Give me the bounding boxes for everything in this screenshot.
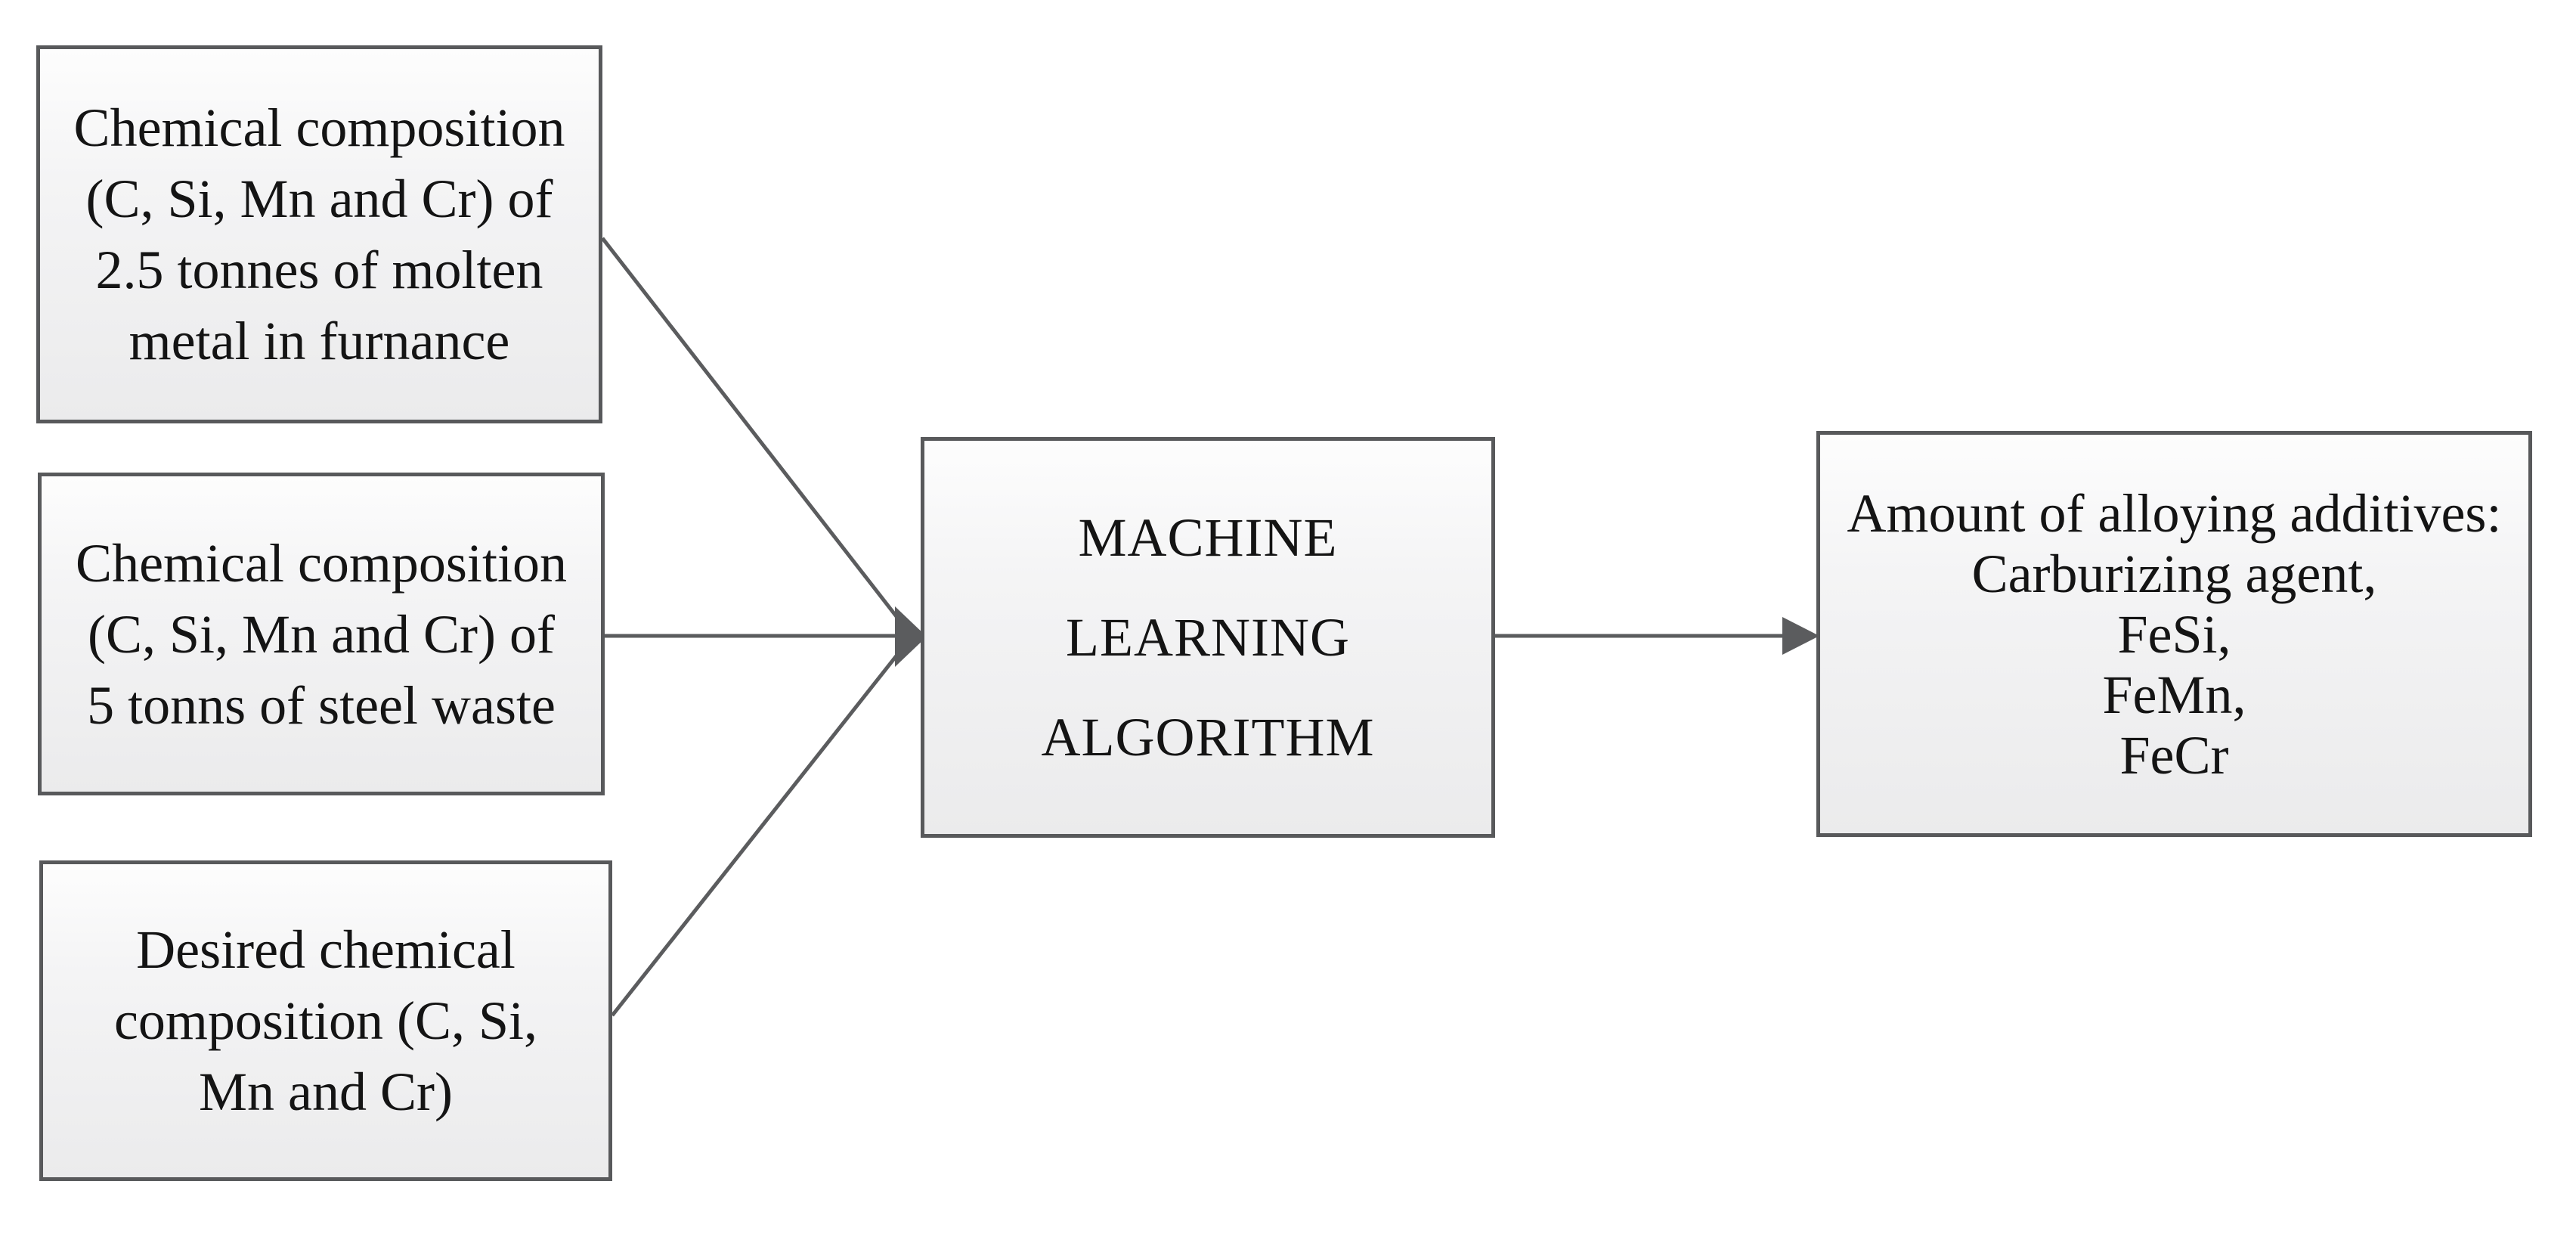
node-input-molten-metal-text: Chemical composition (C, Si, Mn and Cr) … xyxy=(40,92,599,377)
connector-desired-composition-to-ml xyxy=(611,639,910,1017)
node-output-alloying-additives-text: Amount of alloying additives: Carburizin… xyxy=(1820,483,2528,786)
text-line: Chemical composition xyxy=(73,98,565,158)
text-line: Amount of alloying additives: xyxy=(1847,482,2502,544)
node-machine-learning-algorithm-text: MACHINE LEARNING ALGORITHM xyxy=(924,488,1491,787)
text-line: ALGORITHM xyxy=(1041,707,1375,767)
text-line: 2.5 tonnes of molten xyxy=(95,240,543,300)
text-line: FeMn, xyxy=(2102,664,2246,725)
node-input-desired-composition-text: Desired chemical composition (C, Si, Mn … xyxy=(43,914,608,1127)
node-input-molten-metal: Chemical composition (C, Si, Mn and Cr) … xyxy=(36,45,602,423)
node-input-steel-waste: Chemical composition (C, Si, Mn and Cr) … xyxy=(38,473,605,795)
text-line: Mn and Cr) xyxy=(199,1062,453,1122)
text-line: (C, Si, Mn and Cr) of xyxy=(85,169,553,229)
text-line: Chemical composition xyxy=(76,532,567,594)
text-line: FeCr xyxy=(2119,724,2229,786)
node-output-alloying-additives: Amount of alloying additives: Carburizin… xyxy=(1816,431,2532,837)
node-input-steel-waste-text: Chemical composition (C, Si, Mn and Cr) … xyxy=(42,528,601,741)
node-machine-learning-algorithm: MACHINE LEARNING ALGORITHM xyxy=(921,437,1495,838)
text-line: composition (C, Si, xyxy=(113,990,538,1051)
connector-molten-metal-to-ml xyxy=(601,237,910,634)
text-line: Carburizing agent, xyxy=(1971,543,2377,604)
text-line: MACHINE xyxy=(1078,507,1338,568)
text-line: LEARNING xyxy=(1066,607,1350,668)
text-line: Desired chemical xyxy=(136,919,516,980)
text-line: FeSi, xyxy=(2117,603,2231,665)
node-input-desired-composition: Desired chemical composition (C, Si, Mn … xyxy=(39,860,612,1181)
arrowhead-into-output-icon xyxy=(1782,617,1819,655)
text-line: 5 tonns of steel waste xyxy=(87,674,556,736)
text-line: metal in furnance xyxy=(128,311,510,371)
arrowhead-into-ml-icon xyxy=(895,606,927,667)
text-line: (C, Si, Mn and Cr) of xyxy=(88,603,555,665)
